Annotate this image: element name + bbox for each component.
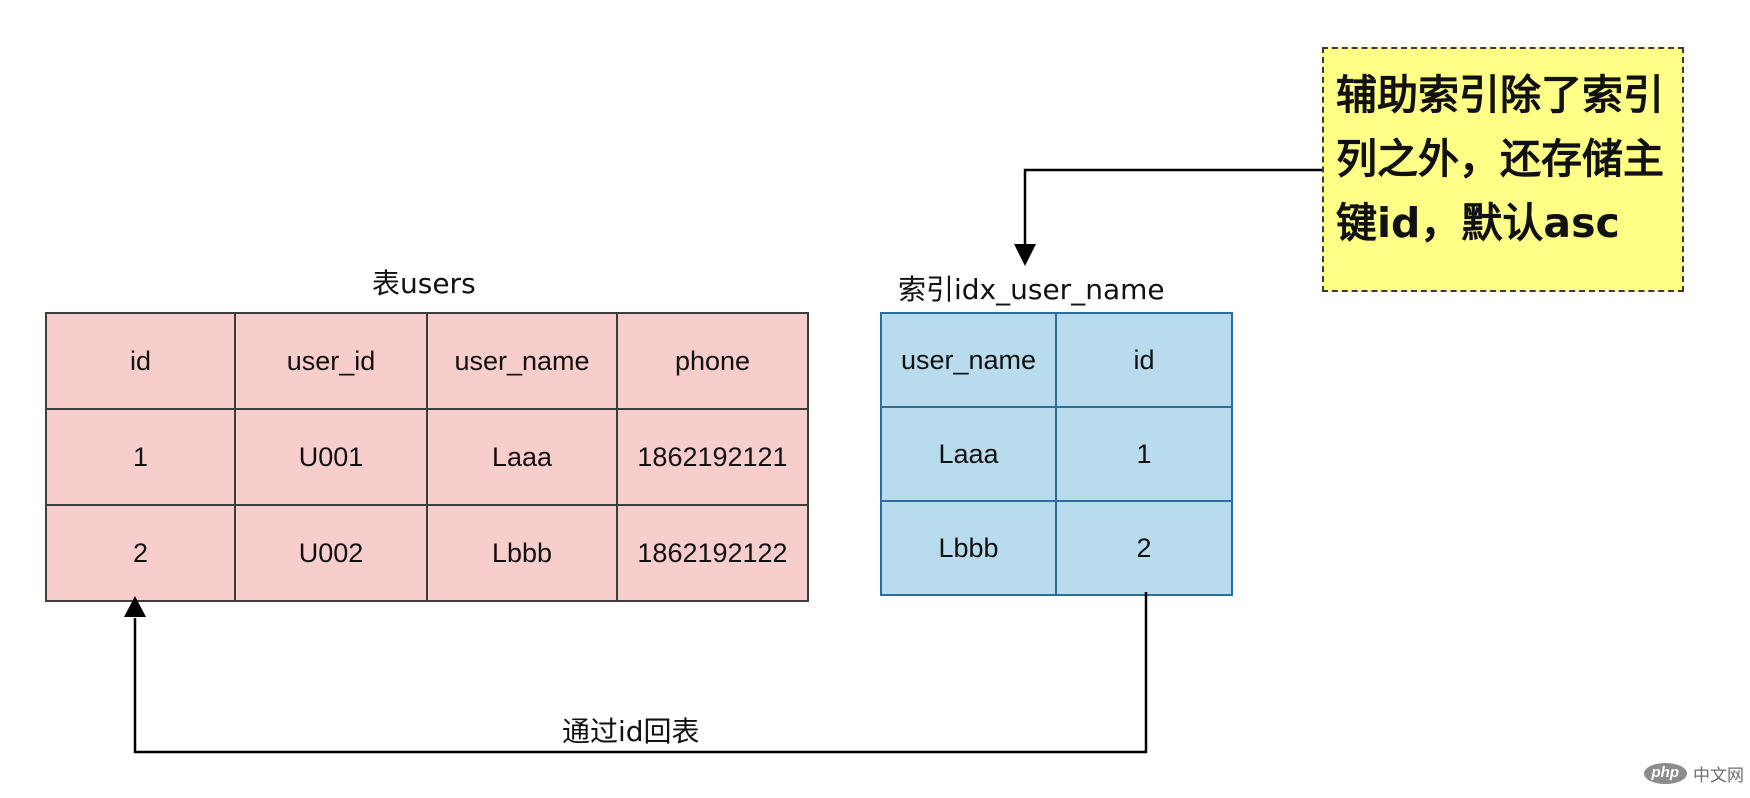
lookup-arrowhead-icon <box>124 596 146 617</box>
index-cell: Lbbb <box>880 500 1057 596</box>
index-table: user_name id Laaa 1 Lbbb 2 <box>880 312 1233 596</box>
watermark: php 中文网 <box>1643 761 1744 786</box>
table-row: Laaa 1 <box>880 406 1233 502</box>
index-table-header-row: user_name id <box>880 312 1233 408</box>
users-header-cell: phone <box>616 312 809 410</box>
users-header-cell: user_id <box>234 312 428 410</box>
users-table-title: 表users <box>372 267 476 300</box>
users-cell: Laaa <box>426 408 618 506</box>
note-text: 辅助索引除了索引列之外，还存储主键id，默认asc <box>1336 71 1664 247</box>
users-cell: 1862192122 <box>616 504 809 602</box>
index-cell: 1 <box>1055 406 1233 502</box>
users-cell: 1862192121 <box>616 408 809 506</box>
users-cell: U001 <box>234 408 428 506</box>
users-cell: Lbbb <box>426 504 618 602</box>
users-table-header-row: id user_id user_name phone <box>45 312 809 410</box>
note-box: 辅助索引除了索引列之外，还存储主键id，默认asc <box>1322 47 1684 292</box>
index-table-title: 索引idx_user_name <box>898 273 1165 306</box>
users-header-cell: id <box>45 312 236 410</box>
watermark-text: 中文网 <box>1693 766 1744 785</box>
index-header-cell: id <box>1055 312 1233 408</box>
index-cell: Laaa <box>880 406 1057 502</box>
table-row: Lbbb 2 <box>880 500 1233 596</box>
users-header-cell: user_name <box>426 312 618 410</box>
index-header-cell: user_name <box>880 312 1057 408</box>
users-cell: 1 <box>45 408 236 506</box>
watermark-logo: php <box>1643 763 1687 784</box>
index-cell: 2 <box>1055 500 1233 596</box>
table-row: 1 U001 Laaa 1862192121 <box>45 408 809 506</box>
note-arrowhead-icon <box>1014 244 1036 266</box>
lookup-arrow-label: 通过id回表 <box>562 715 700 748</box>
users-cell: 2 <box>45 504 236 602</box>
lookup-connector-line <box>133 592 1148 754</box>
users-cell: U002 <box>234 504 428 602</box>
users-table: id user_id user_name phone 1 U001 Laaa 1… <box>45 312 809 602</box>
table-row: 2 U002 Lbbb 1862192122 <box>45 504 809 602</box>
note-connector-line <box>1023 168 1322 250</box>
